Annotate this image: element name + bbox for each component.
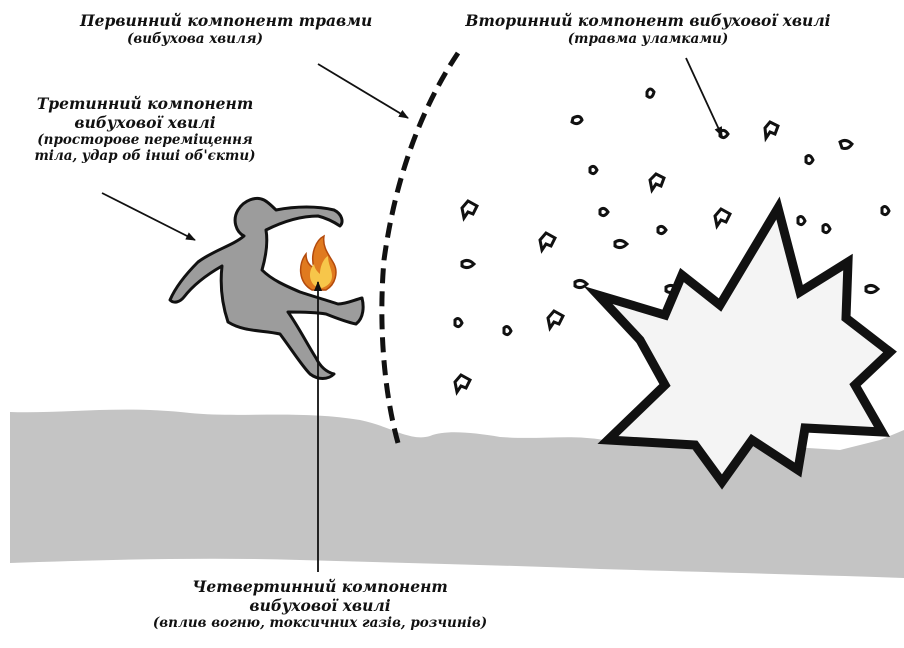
quaternary-title-line2: вибухової хвилі [120,597,520,616]
quaternary-subtitle: (вплив вогню, токсичних газів, розчинів) [120,615,520,631]
debris-fragment [504,327,511,335]
primary-subtitle: (вибухова хвиля) [80,31,310,47]
debris-fragment [715,209,730,226]
debris-fragment [823,225,830,233]
tertiary-arrow [102,193,195,240]
secondary-title: Вторинний компонент вибухової хвилі [448,12,848,31]
debris-fragment [765,122,778,138]
debris-fragment [455,375,470,392]
tertiary-title-line2: вибухової хвилі [20,114,270,133]
primary-component-label: Первинний компонент травми (вибухова хви… [80,12,310,47]
secondary-arrow [686,58,722,136]
human-figure [170,198,363,378]
debris-fragment [806,156,813,164]
secondary-component-label: Вторинний компонент вибухової хвилі (тра… [448,12,848,47]
debris-fragment [572,116,582,123]
primary-arrow [318,64,408,118]
debris-fragment [548,311,563,328]
primary-title: Первинний компонент травми [80,12,310,31]
debris-fragment [647,89,654,97]
debris-fragment [798,217,805,225]
debris-fragment [455,319,462,327]
tertiary-subtitle-line1: (просторове переміщення [20,132,270,148]
debris-fragment [590,166,597,173]
fire-icon [301,236,336,290]
blast-wave-front [382,53,458,450]
debris-fragment [462,260,474,267]
quaternary-component-label: Четвертинний компонент вибухової хвилі (… [120,578,520,631]
debris-fragment [658,226,666,233]
debris-fragment [575,280,587,287]
debris-fragment [615,240,627,247]
tertiary-subtitle-line2: тіла, удар об інші об'єкти) [20,148,270,164]
secondary-subtitle: (травма уламками) [448,31,848,47]
debris-fragment [882,207,889,215]
debris-fragment [866,285,878,292]
debris-fragment [462,201,477,218]
tertiary-title-line1: Третинний компонент [20,95,270,114]
debris-fragment [540,233,555,250]
debris-fragment [840,140,852,148]
quaternary-title-line1: Четвертинний компонент [120,578,520,597]
debris-fragment [650,174,664,190]
tertiary-component-label: Третинний компонент вибухової хвилі (про… [20,95,270,165]
debris-fragment [600,208,608,215]
explosion-burst [598,208,890,482]
